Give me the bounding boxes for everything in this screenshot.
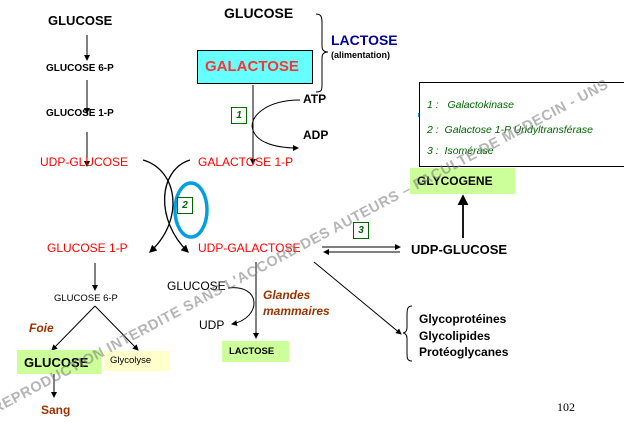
middle-glucose-1p: GLUCOSE 1-P [47,241,128,255]
arc-udpglc-to-glc1p [142,159,174,253]
left-glucose-1p: GLUCOSE 1-P [46,108,114,119]
legend-label: Galactokinase [447,99,514,111]
glycogene-label: GLYCOGENE [417,174,493,188]
legend-label: Isomérase [444,145,494,157]
glycolyse-box: Glycolyse [104,351,170,371]
left-udp-glucose: UDP-GLUCOSE [40,155,129,169]
enzyme-legend: 1 : Galactokinase 2 : Galactose 1-P Urid… [419,82,624,167]
arrow-glucose-to-udp [227,287,255,326]
legend-item-2: 2 : Galactose 1-P Uridyltransférase [427,124,593,136]
glandes-label: Glandes [263,288,311,302]
top-glucose: GLUCOSE [224,5,294,21]
left-glucose-6p: GLUCOSE 6-P [46,63,114,74]
arrow-udpgal-to-products [313,261,402,335]
enzyme-step-2: 2 [177,197,193,214]
center-glucose: GLUCOSE [167,279,226,293]
arc-gal1p-to-udpgal [163,159,191,253]
legend-num: 1 : [427,99,439,111]
product-glycoproteines: Glycoprotéines [419,312,507,326]
glucose-box: GLUCOSE [17,350,101,374]
arrow-atp-adp [251,99,301,151]
sang-label: Sang [41,403,71,417]
udp-label: UDP [199,318,225,332]
brace-products [402,305,413,362]
adp-label: ADP [303,128,329,142]
arrow-g6p-to-glucose [51,305,96,351]
galactose-label: GALACTOSE [205,58,299,75]
glycolyse-label: Glycolyse [110,355,152,366]
galactose-box: GALACTOSE [197,50,313,84]
foie-label: Foie [29,321,54,335]
legend-label: Galactose 1-P Uridyltransférase [444,124,593,136]
bottom-glucose-6p: GLUCOSE 6-P [54,293,118,304]
product-proteoglycanes: Protéoglycanes [419,345,509,359]
left-glucose: GLUCOSE [48,13,113,28]
galactose-1p: GALACTOSE 1-P [198,155,294,169]
bottom-lactose: LACTOSE [229,346,275,357]
udp-galactose: UDP-GALACTOSE [198,241,301,255]
legend-item-1: 1 : Galactokinase [427,99,514,111]
mammaires-label: mammaires [263,304,330,318]
glycogene-box: GLYCOGENE [410,168,515,194]
lactose-title: LACTOSE [331,32,398,48]
right-udp-glucose: UDP-GLUCOSE [411,242,508,257]
page-number: 102 [557,400,575,414]
highlight-circle [173,181,209,239]
legend-num: 2 : [427,124,439,136]
lactose-source: (alimentation) [331,50,391,60]
product-glycolipides: Glycolipides [419,329,491,343]
legend-item-3: 3 : Isomérase [427,145,494,157]
lactose-box: LACTOSE [222,341,289,362]
bottom-glucose: GLUCOSE [24,355,89,370]
brace-lactose [315,13,329,93]
enzyme-step-1: 1 [231,107,247,124]
arrow-g6p-to-glycolyse [94,305,139,351]
legend-num: 3 : [427,145,439,157]
enzyme-step-3: 3 [353,222,369,239]
atp-label: ATP [303,92,327,106]
